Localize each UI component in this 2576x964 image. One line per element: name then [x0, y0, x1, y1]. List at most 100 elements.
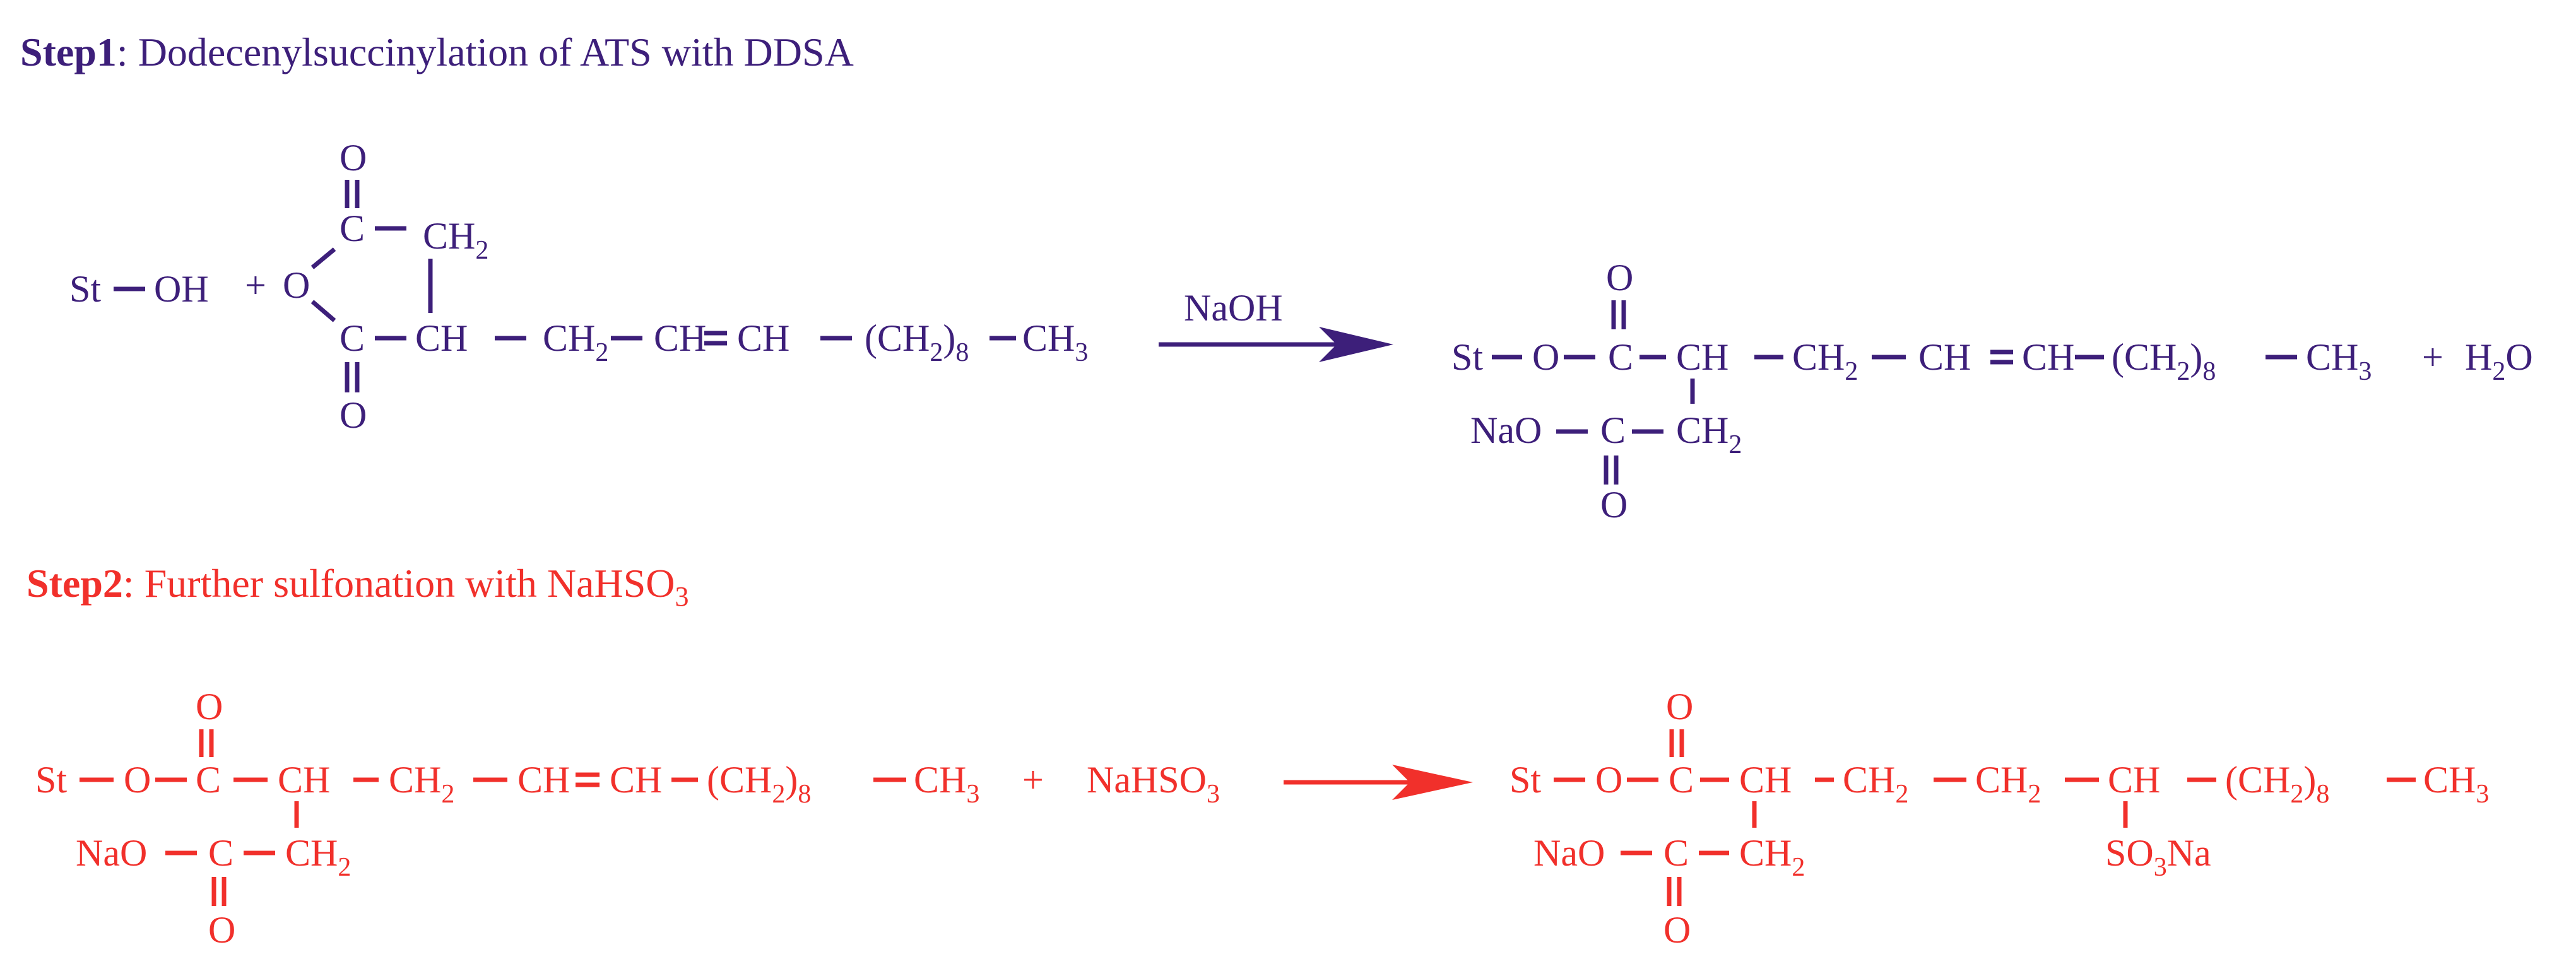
bond-ring-o-ctop	[310, 247, 336, 269]
product-c-bottom: C	[1600, 409, 1626, 451]
p2-ch-sulfonated: CH	[2108, 759, 2160, 801]
s2-ch-a-text: CH	[517, 759, 570, 801]
prod-paren-sub8: 8	[2202, 357, 2216, 386]
ring-oxygen: O	[283, 264, 310, 306]
p2-so3na-a: SO	[2105, 832, 2154, 874]
prod-ch2-sub: 2	[1845, 357, 1858, 386]
ddsa-chain-ch2: CH2	[543, 317, 608, 367]
water-sub2: 2	[2492, 357, 2505, 386]
p2-paren-sub2: 2	[2290, 780, 2303, 809]
s2-ch2b-sub: 2	[338, 853, 351, 882]
s2-ch-b: CH	[610, 759, 662, 801]
s2-nao-text: NaO	[76, 832, 147, 874]
prod-c-top-text: C	[1608, 336, 1633, 378]
product-ch3: CH3	[2306, 336, 2372, 386]
p2-ch2-a: CH2	[1843, 759, 1908, 809]
chain-ch3-text: CH	[1022, 317, 1075, 359]
prod-paren-open: (CH	[2112, 336, 2177, 378]
s2-c-bottom: C	[208, 832, 233, 874]
ddsa-chain-ch: CH	[415, 317, 468, 359]
water: H2O	[2465, 336, 2533, 386]
p2-ester-o: O	[1595, 759, 1622, 801]
plus-sign-1: +	[245, 264, 266, 306]
product-ch2: CH2	[1792, 336, 1858, 386]
ring-ch2-sub: 2	[475, 236, 488, 265]
p2-starch: St	[1510, 759, 1541, 801]
p2-c-bottom: C	[1663, 832, 1689, 874]
p2-ch: CH	[1739, 759, 1792, 801]
s2-ch-b-text: CH	[610, 759, 662, 801]
p2-ch3: CH3	[2423, 759, 2489, 809]
s2-plus-text: +	[1022, 759, 1044, 801]
ddsa-chain-ch2n: (CH2)8	[865, 317, 969, 367]
product-nao: NaO	[1470, 409, 1542, 451]
s2-c-top-text: C	[196, 759, 221, 801]
product-ch-b: CH	[2022, 336, 2074, 378]
product-carbonyl-o-bottom: O	[1600, 484, 1628, 526]
p2-so3na: SO3Na	[2105, 832, 2211, 882]
prod-st-text: St	[1451, 336, 1483, 378]
chain-paren-sub8: 8	[955, 338, 969, 367]
s2-reagent-nahso3: NaHSO3	[1087, 759, 1220, 809]
product-ch2-bottom: CH2	[1676, 409, 1742, 459]
s2-ester-o: O	[124, 759, 151, 801]
p2-so3na-b: Na	[2167, 832, 2211, 874]
s2-ester-o-text: O	[124, 759, 151, 801]
prod-ch3-text: CH	[2306, 336, 2358, 378]
prod-ch-a-text: CH	[1918, 336, 1971, 378]
p2-co-top-text: O	[1666, 686, 1693, 727]
p2-nao: NaO	[1533, 832, 1605, 874]
s2-carbonyl-o-bottom: O	[208, 909, 235, 951]
s2-ch3: CH3	[914, 759, 979, 809]
s2-ch-a: CH	[517, 759, 570, 801]
s2-ch3-sub: 3	[966, 780, 979, 809]
ring-co-top-text: O	[340, 137, 367, 179]
ddsa-chain-ch3: CH3	[1022, 317, 1088, 367]
s2-ch2-bottom: CH2	[285, 832, 351, 882]
p2-ch2-bottom: CH2	[1739, 832, 1805, 882]
hydroxyl-label: OH	[154, 268, 209, 310]
p2-nao-text: NaO	[1533, 832, 1605, 874]
reactant-hydroxyl: OH	[154, 268, 209, 310]
s2-paren-sub8: 8	[798, 780, 811, 809]
ring-c-bottom-text: C	[340, 317, 365, 359]
p2-carbonyl-o-bottom: O	[1663, 909, 1691, 951]
s2-ch3-text: CH	[914, 759, 966, 801]
product-starch: St	[1451, 336, 1483, 378]
p2-ester-o-text: O	[1595, 759, 1622, 801]
prod-ch-text: CH	[1676, 336, 1728, 378]
chain-ch-text: CH	[415, 317, 468, 359]
step1-label: Step1	[20, 30, 117, 74]
prod-paren-sub2: 2	[2177, 357, 2190, 386]
product-c-top: C	[1608, 336, 1633, 378]
p2-paren-sub8: 8	[2316, 780, 2329, 809]
reactant-starch: St	[69, 268, 101, 310]
step1-heading: Step1: Dodecenylsuccinylation of ATS wit…	[20, 29, 854, 76]
p2-ch2c-sub: 2	[1792, 853, 1805, 882]
s2-ch2-sub: 2	[441, 780, 454, 809]
s2-co-bot-text: O	[208, 909, 235, 951]
s2-co-top-text: O	[196, 686, 223, 727]
water-o: O	[2505, 336, 2532, 378]
s2-ch2b-text: CH	[285, 832, 338, 874]
step1-reaction: St OH + O O C CH2 C O CH CH2 CH CH (CH2)…	[69, 137, 2533, 526]
p2-c-top: C	[1669, 759, 1694, 801]
p2-ch3-text: CH	[2423, 759, 2476, 801]
p2-ch2c-text: CH	[1739, 832, 1792, 874]
ring-c-top-text: C	[340, 208, 365, 249]
step1-title: : Dodecenylsuccinylation of ATS with DDS…	[116, 30, 854, 74]
p2-st-text: St	[1510, 759, 1541, 801]
starch-label: St	[69, 268, 101, 310]
s2-ch2: CH2	[389, 759, 454, 809]
product-ch: CH	[1676, 336, 1728, 378]
ring-ch2-text: CH	[423, 215, 475, 257]
step2-title: : Further sulfonation with NaHSO	[122, 561, 675, 606]
p2-paren-close: )	[2303, 759, 2316, 801]
step2-title-sub: 3	[675, 581, 689, 612]
prod-ester-o-text: O	[1532, 336, 1559, 378]
product-ch2n: (CH2)8	[2112, 336, 2216, 386]
prod-ch2b-text: CH	[1676, 409, 1728, 451]
prod-ch2-text: CH	[1792, 336, 1845, 378]
